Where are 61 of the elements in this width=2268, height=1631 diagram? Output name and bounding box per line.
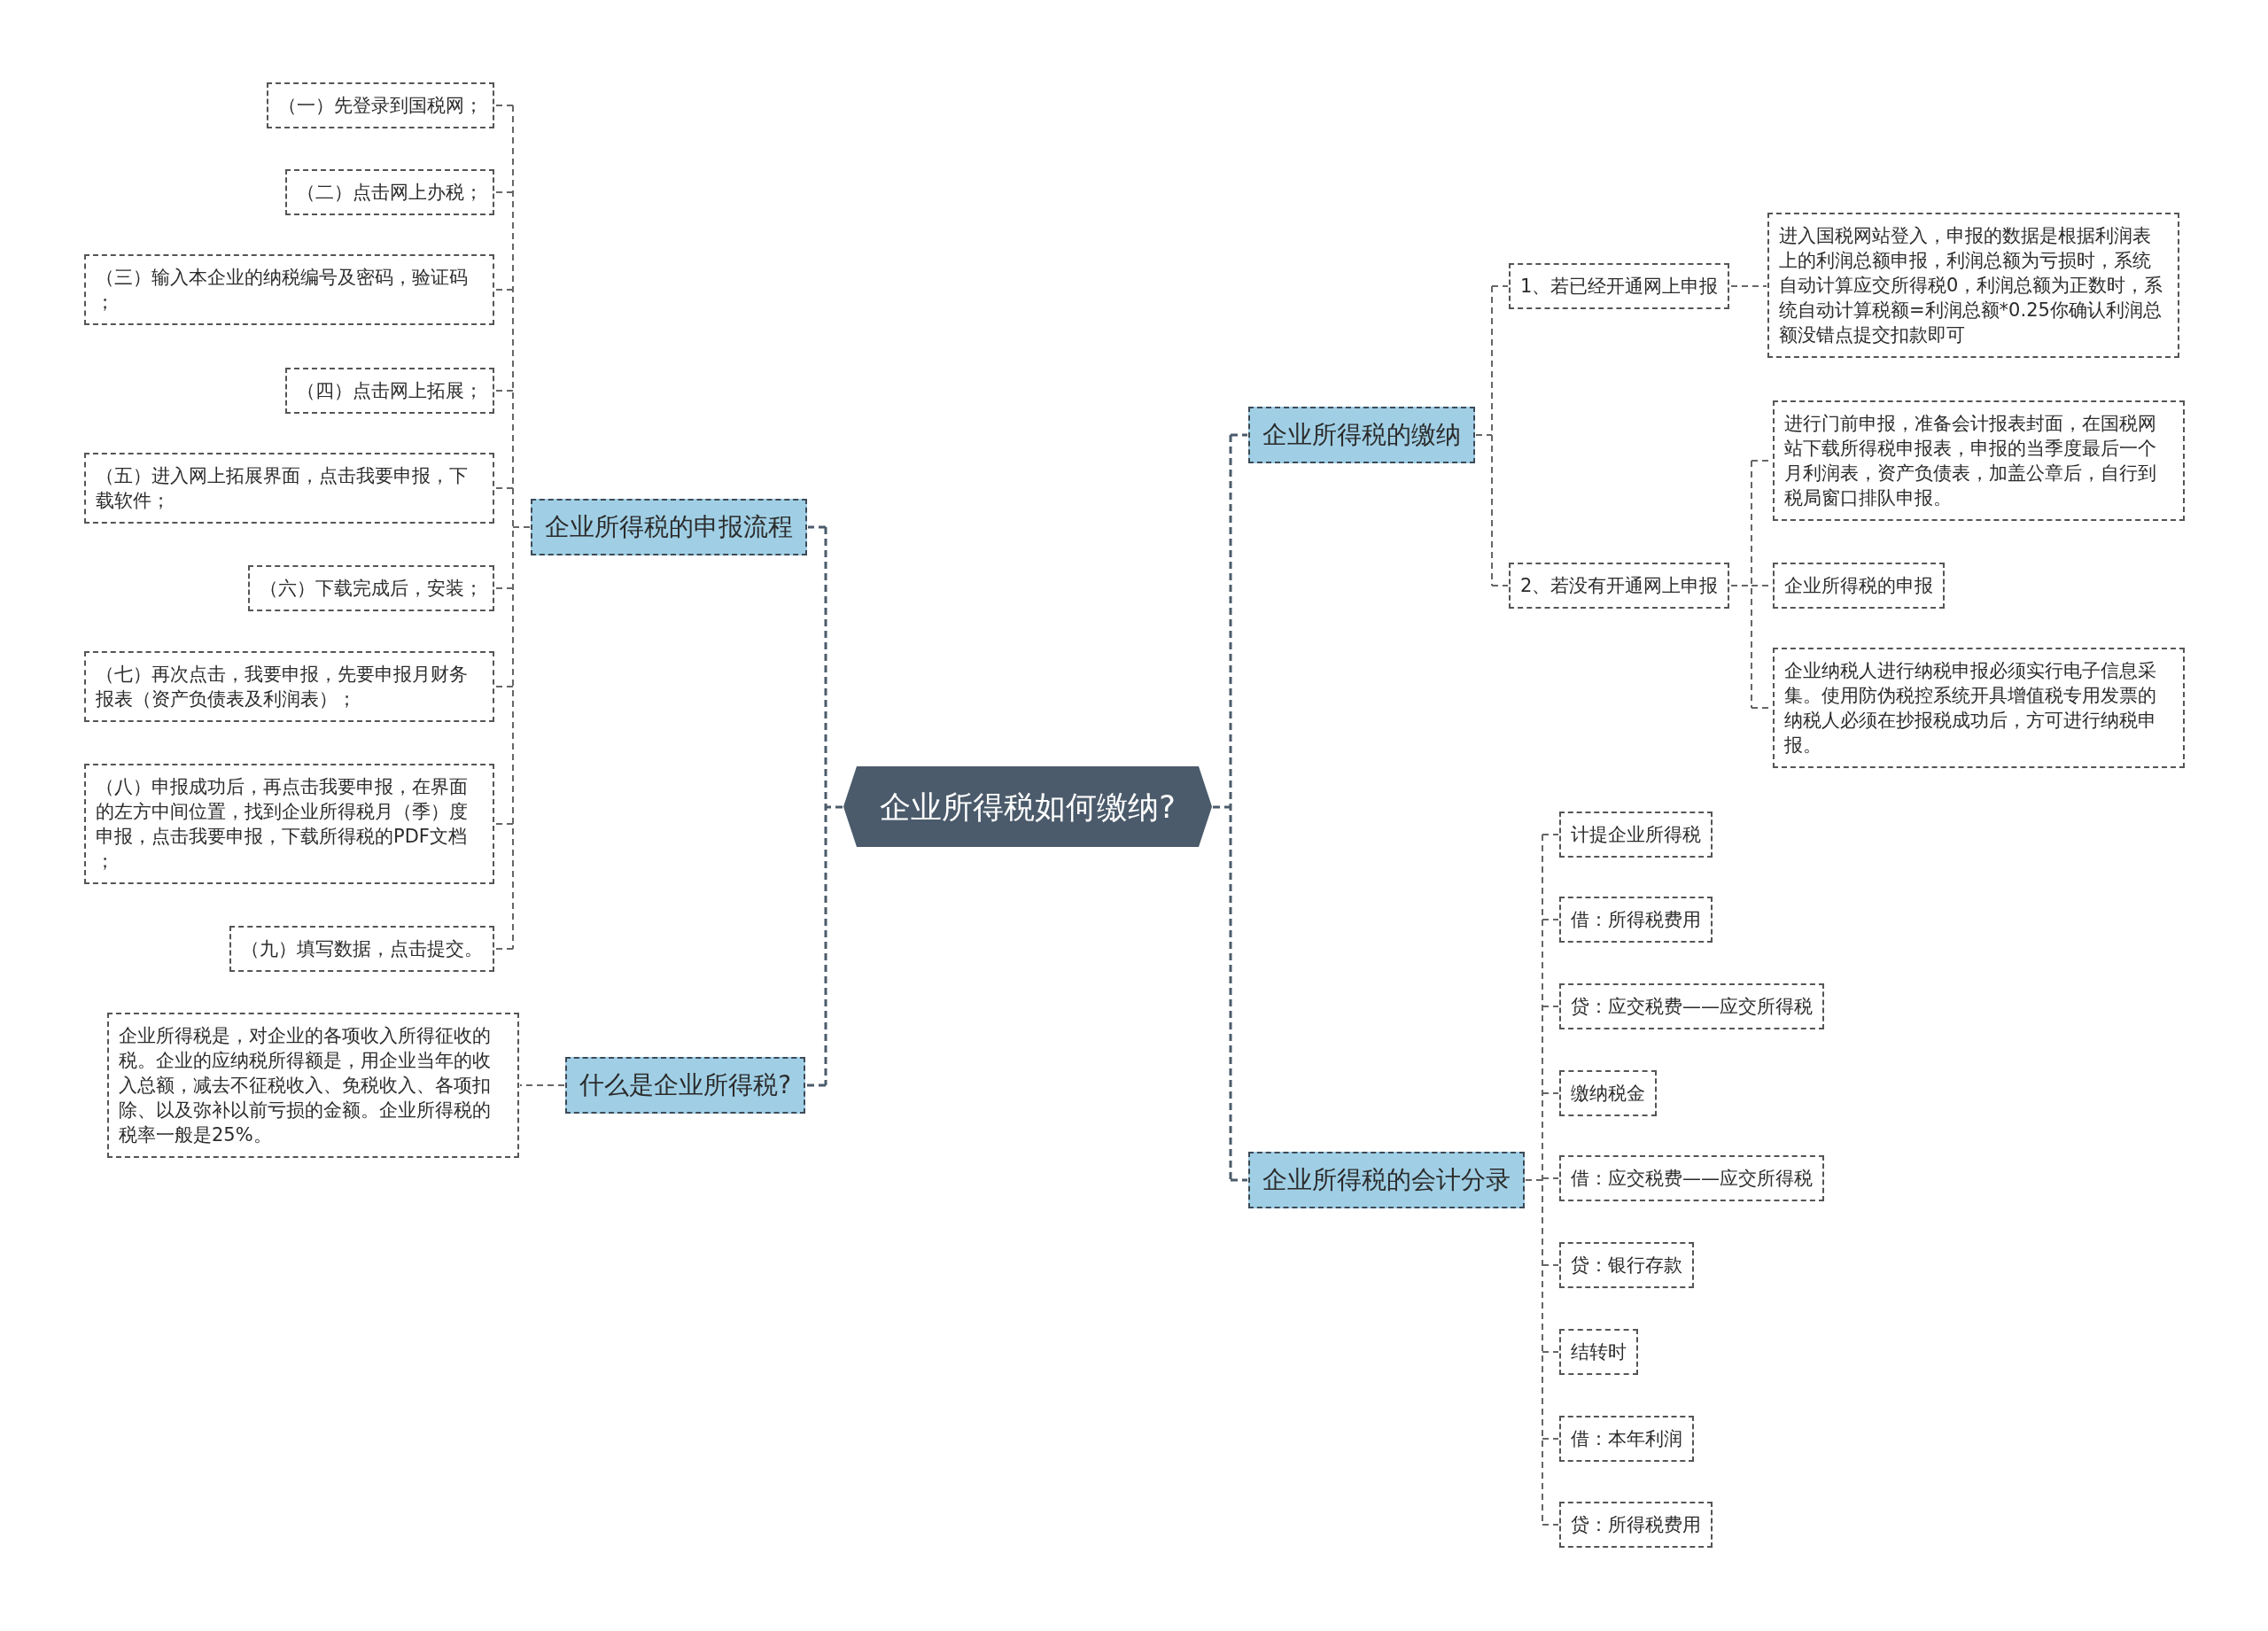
note-box: （二）点击网上办税； xyxy=(285,169,494,215)
note-box: 进行门前申报，准备会计报表封面，在国税网站下载所得税申报表，申报的当季度最后一个月利润表，资产负债表，加盖公章后，自行到税局窗口排队申报。 xyxy=(1773,400,2185,521)
note-box: 1、若已经开通网上申报 xyxy=(1509,263,1730,309)
note-box: 缴纳税金 xyxy=(1559,1070,1657,1116)
note-box: 结转时 xyxy=(1559,1329,1638,1375)
note-box: 2、若没有开通网上申报 xyxy=(1509,563,1730,609)
connector xyxy=(1231,1178,1247,1182)
note-box: （六）下载完成后，安装； xyxy=(248,565,494,611)
note-box: （九）填写数据，点击提交。 xyxy=(229,926,494,972)
connector xyxy=(1211,433,1232,1182)
connector xyxy=(519,1084,565,1086)
note-box: 借：所得税费用 xyxy=(1559,897,1713,943)
note-box: 进入国税网站登入，申报的数据是根据利润表上的利润总额申报，利润总额为亏损时，系统自动计算应交所得税0，利润总额为正数时，系统自动计算税额=利润总额*0.25你确认利润总额没错点提交扣款即可 xyxy=(1767,213,2179,358)
connector xyxy=(1542,1524,1559,1526)
connector xyxy=(1542,919,1559,920)
connector xyxy=(1542,1351,1559,1353)
note-box: （七）再次点击，我要申报，先要申报月财务报表（资产负债表及利润表）； xyxy=(84,651,494,722)
connector xyxy=(1730,285,1767,287)
topic-box: 什么是企业所得税? xyxy=(565,1057,805,1114)
connector xyxy=(824,525,844,1087)
note-box: （三）输入本企业的纳税编号及密码，验证码； xyxy=(84,254,494,325)
note-box: 借：应交税费——应交所得税 xyxy=(1559,1155,1824,1201)
topic-box: 企业所得税的缴纳 xyxy=(1248,407,1475,463)
connector xyxy=(1542,1006,1559,1007)
connector xyxy=(494,587,514,589)
connector xyxy=(494,390,514,392)
connector xyxy=(1542,1177,1559,1179)
note-box: 借：本年利润 xyxy=(1559,1416,1694,1462)
connector xyxy=(1542,834,1559,835)
connector xyxy=(494,948,514,950)
connector xyxy=(494,823,514,825)
topic-box: 企业所得税的申报流程 xyxy=(531,499,807,555)
note-box: （八）申报成功后，再点击我要申报，在界面的左方中间位置，找到企业所得税月（季）度申报，点击我要申报，下载所得税的PDF文档； xyxy=(84,764,494,884)
connector xyxy=(1491,585,1509,586)
note-box: 贷：应交税费——应交所得税 xyxy=(1559,983,1824,1029)
note-box: （五）进入网上拓展界面，点击我要申报，下载软件； xyxy=(84,453,494,524)
note-box: （四）点击网上拓展； xyxy=(285,368,494,414)
note-box: 企业纳税人进行纳税申报必须实行电子信息采集。使用防伪税控系统开具增值税专用发票的纳税人必须在抄报税成功后，方可进行纳税申报。 xyxy=(1773,648,2185,768)
note-box: 计提企业所得税 xyxy=(1559,812,1713,858)
connector xyxy=(808,525,826,529)
topic-box: 企业所得税的会计分录 xyxy=(1248,1152,1525,1208)
note-box: 贷：所得税费用 xyxy=(1559,1502,1713,1548)
connector xyxy=(494,289,514,291)
connector xyxy=(1475,285,1493,586)
connector xyxy=(1542,1264,1559,1266)
connector xyxy=(1491,285,1509,287)
connector xyxy=(1542,1092,1559,1094)
connector xyxy=(494,105,514,106)
note-box: 贷：银行存款 xyxy=(1559,1242,1694,1288)
note-box: 企业所得税是，对企业的各项收入所得征收的税。企业的应纳税所得额是，用企业当年的收入总额，减去不征税收入、免税收入、各项扣除、以及弥补以前亏损的金额。企业所得税的税率一般是25%。 xyxy=(107,1013,519,1158)
connector xyxy=(1730,460,1752,709)
connector xyxy=(1542,1438,1559,1440)
connector xyxy=(494,191,514,193)
connector xyxy=(1231,433,1247,437)
connector xyxy=(494,686,514,687)
connector xyxy=(806,1083,826,1087)
connector xyxy=(494,487,514,489)
connector xyxy=(512,105,531,950)
note-box: 企业所得税的申报 xyxy=(1773,563,1945,609)
note-box: （一）先登录到国税网； xyxy=(267,82,494,128)
topic-hexagon: 企业所得税如何缴纳? xyxy=(843,766,1212,847)
